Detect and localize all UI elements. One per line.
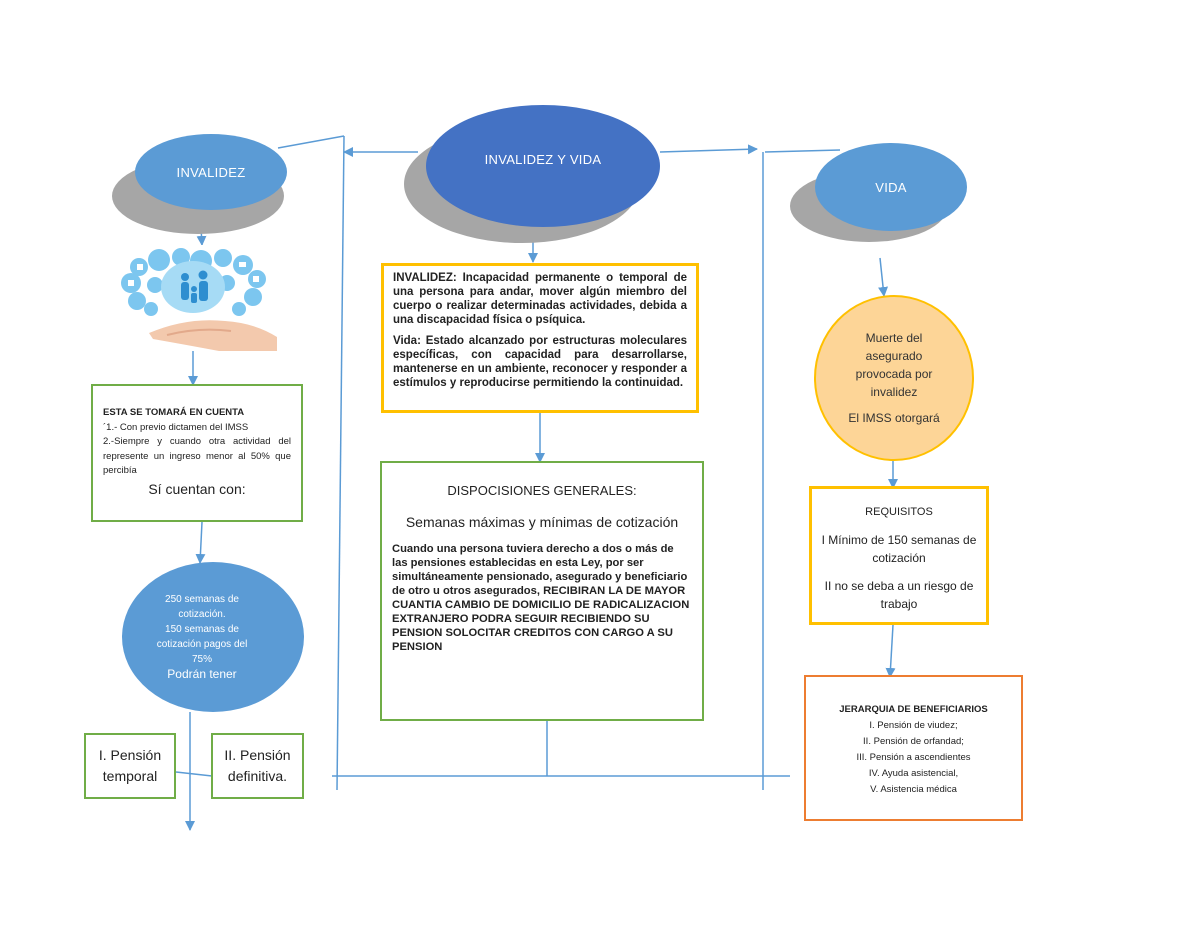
arrow-vida-to-death — [878, 257, 889, 297]
hand-holding-family-icon — [107, 245, 279, 351]
line-right-top — [764, 149, 841, 153]
vida-text: Estado alcanzado por estructuras molecul… — [393, 335, 687, 389]
general-title: DISPOCISIONES GENERALES: — [447, 483, 637, 498]
arrow-consider-to-weeks — [195, 521, 206, 564]
hierarchy-heading: JERARQUIA DE BENEFICIARIOS — [839, 704, 988, 715]
requirement-1: I Mínimo de 150 semanas de cotización — [821, 533, 977, 565]
general-paragraph: Cuando una persona tuviera derecho a dos… — [392, 543, 688, 597]
consider-heading: ESTA SE TOMARÁ EN CUENTA — [103, 407, 245, 418]
requirements-heading: REQUISITOS — [865, 506, 933, 518]
weeks-line-3: Podrán tener — [167, 667, 237, 681]
general-text: Cuando una persona tuviera derecho a dos… — [392, 542, 692, 654]
hierarchy-item: III. Pensión a ascendientes — [856, 752, 971, 763]
hierarchy-item: V. Asistencia médica — [870, 784, 957, 795]
death-text: Muerte del asegurado provocada por inval… — [855, 331, 933, 399]
consider-item-2: 2.-Siempre y cuando otra actividad del r… — [103, 436, 291, 476]
weeks-circle: 250 semanas de cotización. 150 semanas d… — [122, 562, 304, 712]
pension-definitiva-box: II. Pensión definitiva. — [211, 733, 304, 799]
vida-title: VIDA — [875, 179, 907, 195]
vida-label: Vida: — [393, 335, 421, 347]
general-caps: RECIBIRAN LA DE MAYOR CUANTIA CAMBIO DE … — [392, 585, 690, 653]
invalidez-oval: INVALIDEZ — [135, 134, 287, 210]
hierarchy-item: IV. Ayuda asistencial, — [868, 768, 959, 779]
consider-box: ESTA SE TOMARÁ EN CUENTA ´1.- Con previo… — [91, 384, 303, 522]
hierarchy-item: I. Pensión de viudez; — [869, 720, 958, 731]
vida-oval: VIDA — [815, 143, 967, 231]
pension-temporal: I. Pensión temporal — [98, 747, 162, 784]
center-title: INVALIDEZ Y VIDA — [484, 151, 602, 167]
line-left-top-diagonal — [277, 135, 345, 149]
hierarchy-item: II. Pensión de orfandad; — [863, 736, 964, 747]
weeks-line-1: 250 semanas de cotización. — [165, 594, 239, 620]
death-circle: Muerte del asegurado provocada por inval… — [814, 295, 974, 461]
pension-temporal-box: I. Pensión temporal — [84, 733, 176, 799]
invalidez-text: Incapacidad permanente o temporal de una… — [393, 272, 687, 326]
general-subtitle: Semanas máximas y mínimas de cotización — [405, 514, 679, 530]
invalidez-title: INVALIDEZ — [176, 164, 246, 180]
center-oval: INVALIDEZ Y VIDA — [426, 105, 660, 227]
general-box: DISPOCISIONES GENERALES: Semanas máximas… — [380, 461, 704, 721]
invalidez-definition: INVALIDEZ: Incapacidad permanente o temp… — [393, 271, 687, 327]
consider-footer: Sí cuentan con: — [148, 480, 246, 497]
requirement-2: II no se deba a un riesgo de trabajo — [824, 579, 974, 611]
pension-definitiva: II. Pensión definitiva. — [224, 747, 291, 784]
weeks-line-2: 150 semanas de cotización pagos del 75% — [156, 624, 248, 665]
requirements-box: REQUISITOS I Mínimo de 150 semanas de co… — [809, 486, 989, 625]
hierarchy-box: JERARQUIA DE BENEFICIARIOS I. Pensión de… — [804, 675, 1023, 821]
consider-item-1: ´1.- Con previo dictamen del IMSS — [103, 421, 249, 433]
line-left-vertical — [336, 135, 345, 791]
invalidez-label: INVALIDEZ: — [393, 272, 457, 284]
arrow-requirements-to-hierarchy — [885, 624, 896, 678]
definitions-box: INVALIDEZ: Incapacidad permanente o temp… — [381, 263, 699, 413]
death-otorga: El IMSS otorgará — [848, 411, 940, 425]
vida-definition: Vida: Estado alcanzado por estructuras m… — [393, 334, 687, 390]
line-pension-join — [175, 771, 213, 777]
arrow-center-to-right — [659, 144, 758, 155]
